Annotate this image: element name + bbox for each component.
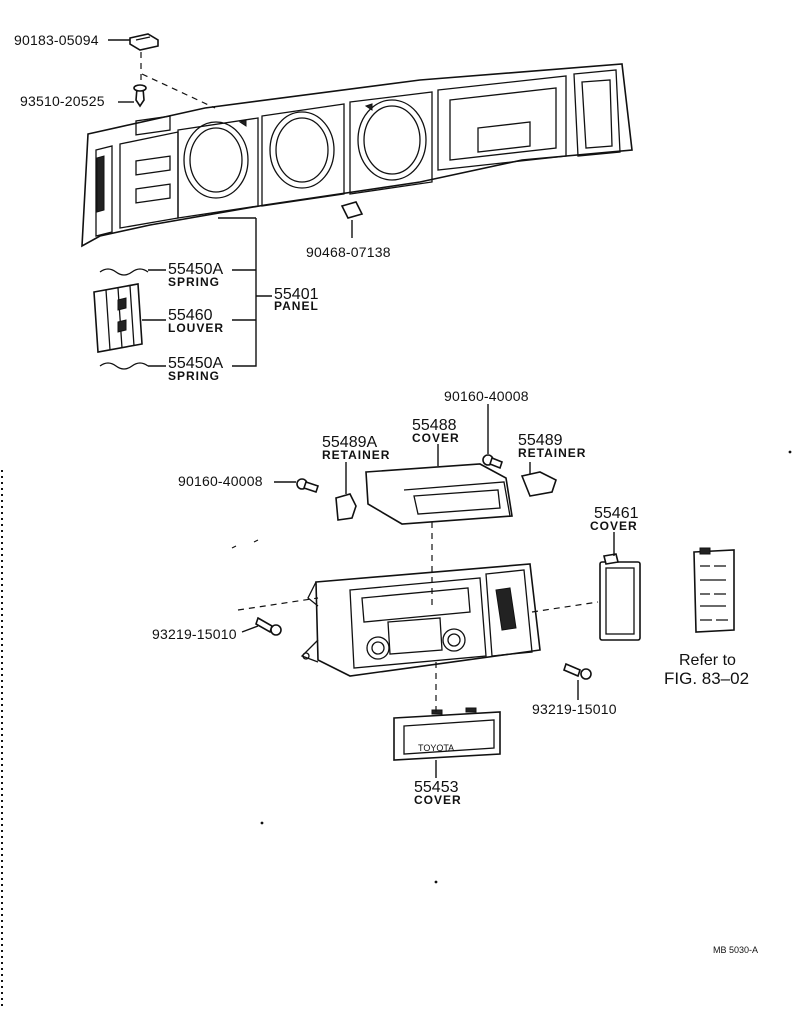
speck [788,450,792,454]
screw-93510-20525 [133,84,147,108]
label-93219-left: 93219-15010 [152,626,237,642]
dash-stray [231,539,259,549]
label-93219-right: 93219-15010 [532,701,617,717]
center-cluster-housing [300,563,541,677]
label-90183-05094: 90183-05094 [14,32,99,48]
dash-to-55461 [531,601,599,613]
label-55453-sub: COVER [414,793,462,807]
refer-to-label: Refer to [679,652,736,669]
louver-55460 [93,283,143,353]
toyota-stamp: TOYOTA [418,743,454,753]
label-90160-top: 90160-40008 [444,388,529,404]
figure-code: MB 5030-A [713,945,758,955]
label-55489: 55489 [518,432,563,449]
nut-90468-07138 [340,201,364,219]
screw-90160-left [296,478,320,494]
label-55450a-bottom: 55450A [168,355,223,372]
label-55461-sub: COVER [590,519,638,533]
screw-93219-right [563,662,592,680]
label-55461: 55461 [594,505,639,522]
instrument-panel-55401 [81,63,633,248]
cover-55453 [393,707,501,761]
label-55450a-top-sub: SPRING [168,275,220,289]
speck [260,821,264,825]
cover-55488 [365,463,513,525]
spring-55450a-bottom [99,362,149,370]
label-55489-sub: RETAINER [518,446,586,460]
label-90160-left: 90160-40008 [178,473,263,489]
screw-93219-left [255,616,282,636]
heater-control-plate [693,547,735,633]
label-55488: 55488 [412,417,457,434]
spring-55450a-top [99,268,149,276]
label-55450a-bottom-sub: SPRING [168,369,220,383]
leader-dash-clip [141,73,216,109]
retainer-55489 [520,471,557,497]
label-55401: 55401 [274,286,319,303]
label-93510-20525: 93510-20525 [20,93,105,109]
label-55489a: 55489A [322,434,377,451]
cover-55461 [599,553,641,641]
label-55460-sub: LOUVER [168,321,224,335]
dash-screw-left [237,597,319,611]
label-55453: 55453 [414,779,459,796]
speck [434,880,438,884]
label-55488-sub: COVER [412,431,460,445]
refer-figure-label: FIG. 83–02 [664,669,749,688]
label-90468-07138: 90468-07138 [306,244,391,260]
leader-55401-bracket [218,217,272,367]
label-55401-sub: PANEL [274,299,319,313]
clip-90183-05094 [129,33,159,51]
label-55460: 55460 [168,307,213,324]
retainer-55489a [335,493,357,521]
screw-90160-top [482,454,503,470]
label-55489a-sub: RETAINER [322,448,390,462]
label-55450a-top: 55450A [168,261,223,278]
leader-93219-left [241,625,259,633]
